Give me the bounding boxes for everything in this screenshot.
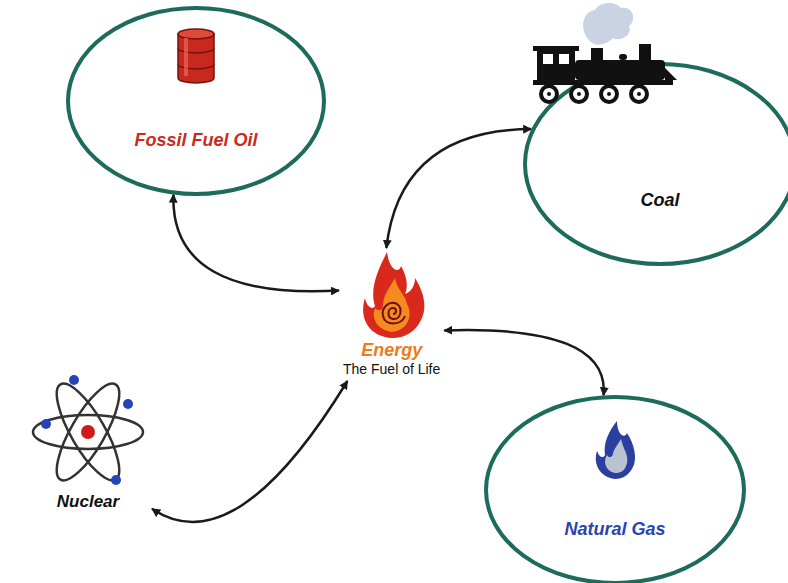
source-label: Natural Gas <box>484 519 746 540</box>
energy-source-circle: Natural Gas <box>484 395 746 583</box>
flow-arrow <box>444 330 604 395</box>
gas-flame-icon <box>593 419 637 481</box>
energy-flame-icon <box>357 248 427 340</box>
steam-train-icon <box>529 2 679 112</box>
source-label: Nuclear <box>28 492 148 512</box>
atom-icon <box>28 372 148 492</box>
energy-source-node: EnergyThe Fuel of Life <box>339 248 444 381</box>
energy-source-node: Nuclear <box>24 372 152 516</box>
source-label: Energy <box>343 340 440 361</box>
source-label: Fossil Fuel Oil <box>66 130 326 151</box>
flow-arrow <box>173 195 339 292</box>
flow-arrow <box>386 129 531 248</box>
energy-source-circle: Coal <box>523 62 788 266</box>
flow-arrow <box>152 381 347 522</box>
circle-outline <box>484 395 746 583</box>
circle-outline <box>523 62 788 266</box>
oil-barrel-icon <box>176 28 216 84</box>
subtitle-label: The Fuel of Life <box>343 361 440 377</box>
energy-source-circle: Fossil Fuel Oil <box>66 6 326 196</box>
source-label: Coal <box>523 190 788 211</box>
